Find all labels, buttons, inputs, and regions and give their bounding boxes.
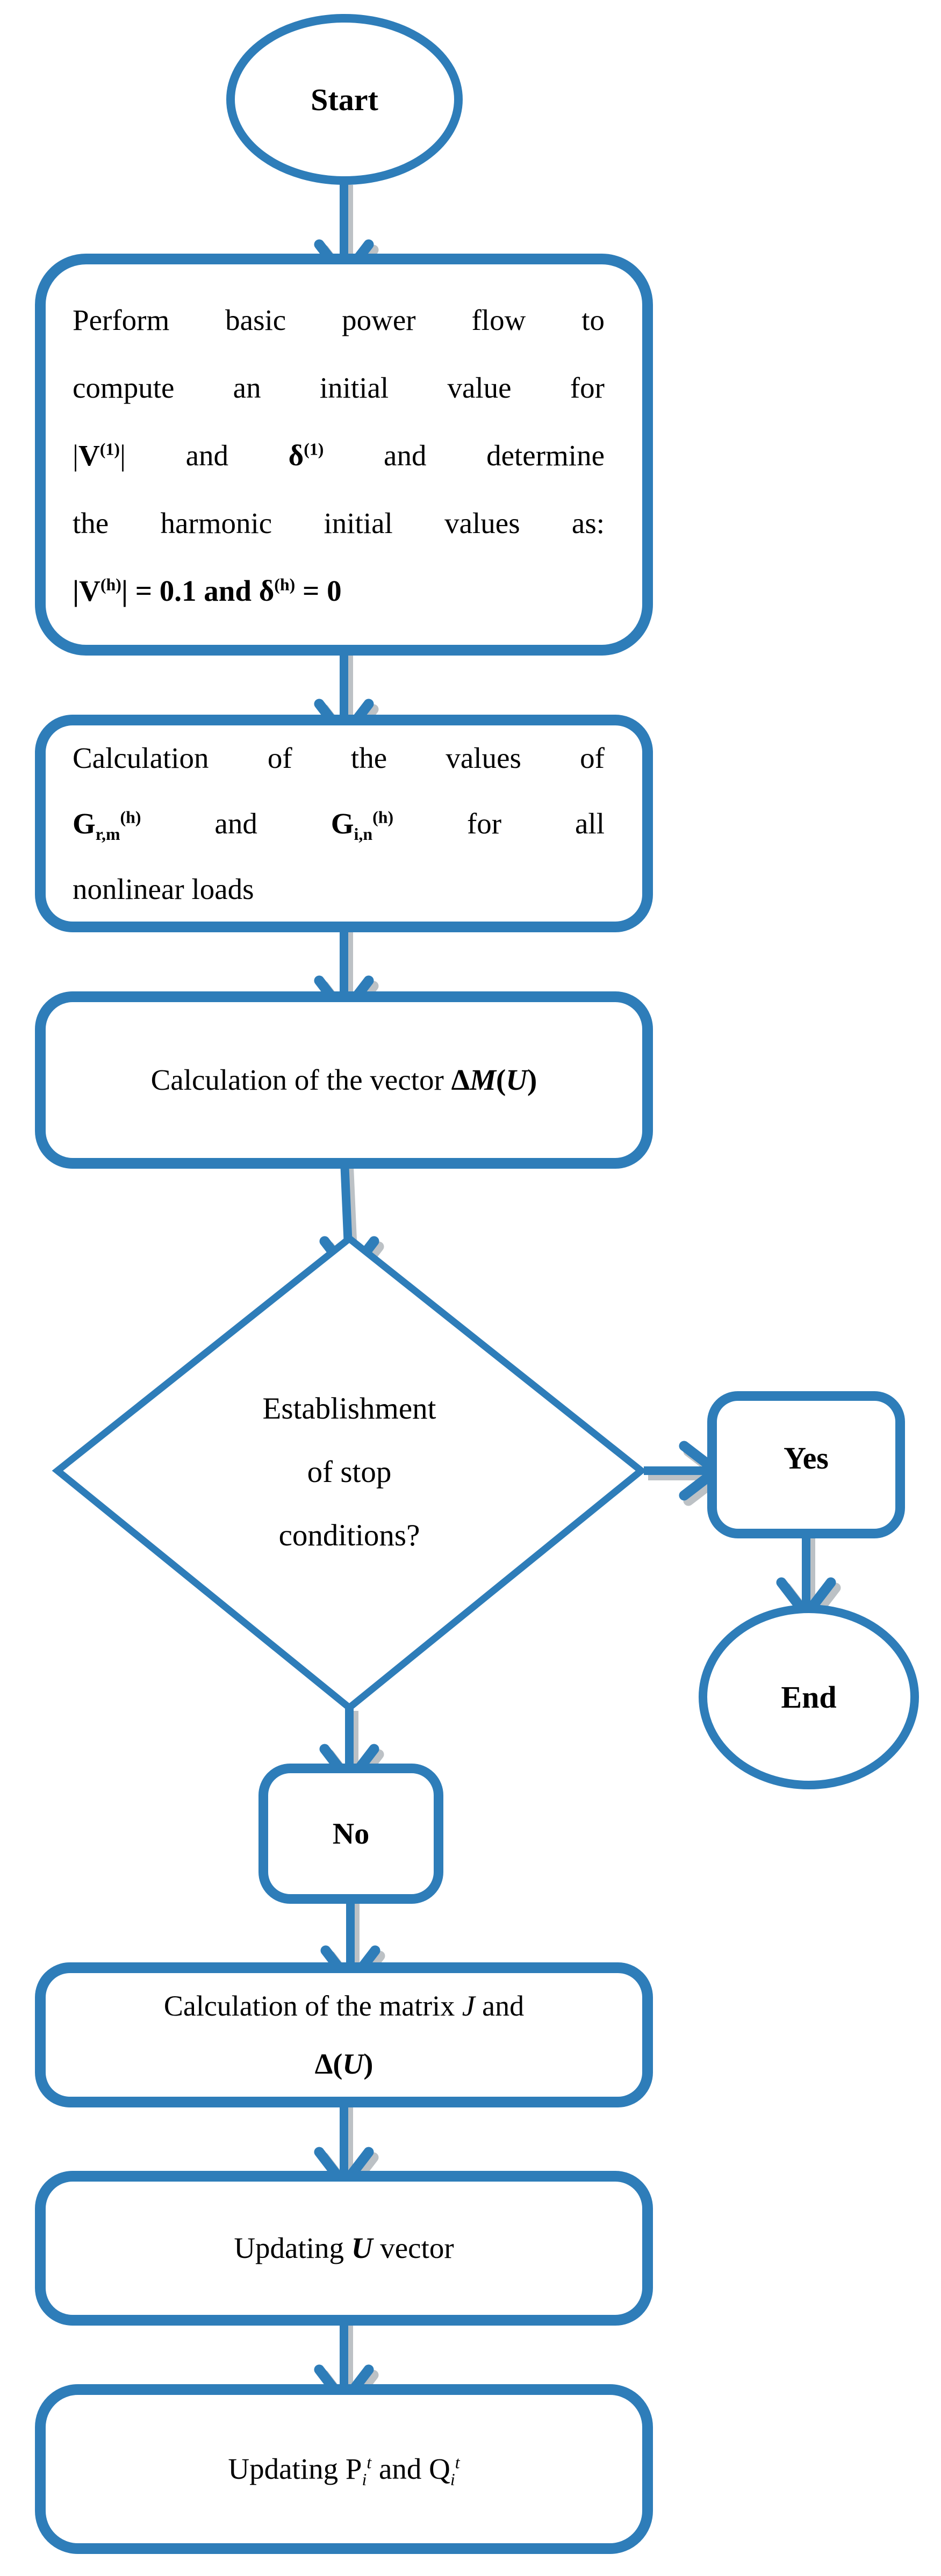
text-segment: Updating xyxy=(234,2232,351,2264)
text-segment: | xyxy=(119,438,126,472)
end-label: End xyxy=(781,1679,837,1715)
text-segment: M xyxy=(470,1063,496,1096)
text-segment: r,m xyxy=(95,824,120,844)
update-u-box-shape xyxy=(35,2171,653,2326)
text-segment: (h) xyxy=(274,575,296,594)
text-segment: i,n xyxy=(354,824,373,844)
text-segment: and determine xyxy=(324,438,605,472)
text-line: Establishment xyxy=(262,1392,436,1426)
text-segment: J xyxy=(462,1990,475,2022)
text-segment: U xyxy=(506,1063,528,1096)
start-label: Start xyxy=(311,82,378,117)
text-segment: (1) xyxy=(304,440,324,459)
power-flow-box-shape xyxy=(35,254,653,656)
text-segment: V xyxy=(78,438,100,472)
text-line: Δ(U) xyxy=(56,2035,631,2093)
update-pq-box-text: Updating Pit and Qit xyxy=(56,2392,631,2546)
text-segment: | xyxy=(73,438,79,472)
decision-text: Establishment of stop conditions? xyxy=(188,1377,511,1567)
text-segment: vector xyxy=(372,2232,454,2264)
text-segment: Calculation of the matrix xyxy=(163,1990,462,2022)
text-segment: the harmonic initial values as: xyxy=(73,506,605,539)
text-segment: U xyxy=(351,2232,373,2264)
update-pq-box-shape xyxy=(35,2384,653,2554)
text-segment: | xyxy=(73,574,80,607)
text-segment: G xyxy=(73,807,96,840)
text-segment: and xyxy=(141,807,331,840)
update-u-box-text: Updating U vector xyxy=(56,2179,631,2318)
text-line: |V(1)| and δ(1) and determine xyxy=(73,422,605,490)
text-segment: (h) xyxy=(100,575,121,594)
text-segment: Δ( xyxy=(314,2048,343,2080)
no-box-shape xyxy=(258,1764,443,1904)
yes-label: Yes xyxy=(784,1440,829,1476)
text-line: the harmonic initial values as: xyxy=(73,490,605,557)
text-segment: t xyxy=(455,2453,460,2472)
text-segment: and Q xyxy=(371,2452,450,2485)
text-segment: | = 0.1 and xyxy=(121,574,259,607)
text-segment: i xyxy=(362,2470,367,2489)
power-flow-box-text: Perform basic power flow to compute an i… xyxy=(73,282,605,629)
text-line: conditions? xyxy=(278,1519,420,1552)
text-segment: ( xyxy=(495,1063,506,1096)
text-line: nonlinear loads xyxy=(73,857,605,922)
text-segment: i xyxy=(450,2470,455,2489)
no-label: No xyxy=(332,1817,370,1851)
text-line: Gr,m(h) and Gi,n(h) for all xyxy=(73,791,605,857)
text-segment: V xyxy=(79,574,100,607)
vector-box-text: Calculation of the vector ΔM(U) xyxy=(56,1002,631,1158)
text-line: Calculation of the matrix J and xyxy=(56,1977,631,2035)
text-line: of stop xyxy=(307,1455,392,1489)
text-segment: Perform basic power flow to xyxy=(73,303,605,336)
text-line: Perform basic power flow to xyxy=(73,286,605,354)
text-line: Updating U vector xyxy=(56,2214,631,2282)
text-segment: δ xyxy=(288,438,304,472)
text-segment: Calculation of the vector xyxy=(150,1063,451,1096)
text-line: Updating Pit and Qit xyxy=(56,2435,631,2503)
start-oval-shape xyxy=(226,14,463,185)
decision-diamond-shape xyxy=(52,1234,647,1712)
text-segment: for all xyxy=(393,807,605,840)
matrix-box-shape xyxy=(35,1962,653,2107)
text-segment: δ xyxy=(258,574,275,607)
text-line: Calculation of the vector ΔM(U) xyxy=(56,1046,631,1114)
text-segment: G xyxy=(331,807,354,840)
text-segment: nonlinear loads xyxy=(73,872,254,905)
text-segment: t xyxy=(367,2453,372,2472)
end-oval-shape xyxy=(699,1604,919,1789)
text-segment: (1) xyxy=(99,440,120,459)
text-line: compute an initial value for xyxy=(73,354,605,422)
text-segment: Calculation of the values of xyxy=(73,741,605,774)
text-segment: ) xyxy=(363,2048,373,2080)
text-segment: Updating P xyxy=(228,2452,362,2485)
text-segment: ) xyxy=(527,1063,537,1096)
text-segment: compute an initial value for xyxy=(73,371,605,404)
vector-box-shape xyxy=(35,991,653,1169)
text-line: |V(h)| = 0.1 and δ(h) = 0 xyxy=(73,557,605,625)
text-line: Calculation of the values of xyxy=(73,725,605,791)
g-values-box-shape xyxy=(35,715,653,932)
text-segment: = 0 xyxy=(295,574,342,607)
matrix-box-text: Calculation of the matrix J and Δ(U) xyxy=(56,1972,631,2098)
text-segment: Δ xyxy=(451,1063,470,1096)
yes-box-shape xyxy=(707,1391,905,1538)
text-segment: and xyxy=(125,438,289,472)
text-segment: U xyxy=(342,2048,364,2080)
text-segment: (h) xyxy=(372,808,394,827)
g-values-box-text: Calculation of the values of Gr,m(h) and… xyxy=(73,726,605,920)
text-segment: (h) xyxy=(120,808,141,827)
text-segment: and xyxy=(475,1990,525,2022)
